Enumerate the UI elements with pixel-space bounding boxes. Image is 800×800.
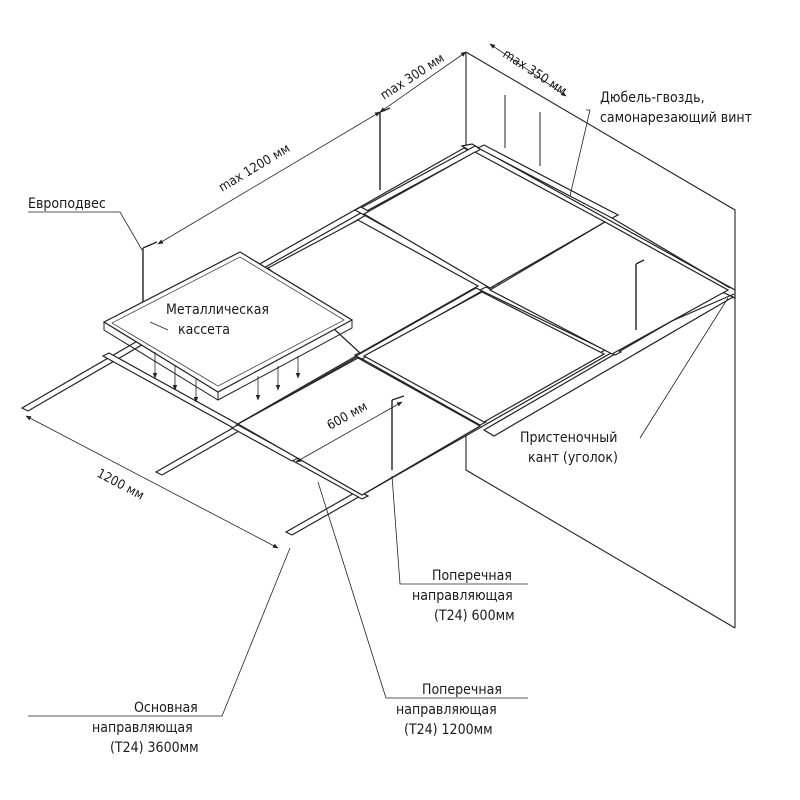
label-dowel-1: Дюбель-гвоздь, [600, 90, 705, 106]
dimension-lines [25, 43, 567, 549]
label-main-1: Основная [134, 700, 198, 716]
dim-max350: max 350 мм [500, 47, 569, 99]
label-wall-trim-2: кант (уголок) [528, 450, 618, 466]
label-cross600-1: Поперечная [432, 568, 512, 584]
drop-arrows [152, 352, 301, 403]
label-europodves: Европодвес [28, 196, 106, 212]
label-dowel-2: самонарезающий винт [600, 110, 752, 126]
label-main-2: направляющая [92, 720, 193, 736]
label-cross1200-2: направляющая [396, 702, 497, 718]
label-cross1200-1: Поперечная [422, 682, 502, 698]
label-main-3: (T24) 3600мм [110, 740, 199, 756]
label-cross600-2: направляющая [412, 588, 513, 604]
label-metal-cassette-2: кассета [178, 322, 230, 338]
label-wall-trim-1: Пристеночный [520, 430, 617, 446]
label-cross600-3: (T24) 600мм [434, 608, 515, 624]
dim-1200: 1200 мм [94, 466, 146, 503]
metal-cassette [102, 251, 354, 401]
wall-outline [465, 51, 736, 629]
label-cross1200-3: (T24) 1200мм [404, 722, 493, 738]
dim-max1200: max 1200 мм [216, 141, 293, 195]
label-metal-cassette-1: Металлическая [166, 302, 269, 318]
leader-lines [28, 109, 729, 717]
labels: Европодвес Металлическая кассета Дюбель-… [28, 90, 752, 756]
dim-max300: max 300 мм [378, 51, 447, 103]
